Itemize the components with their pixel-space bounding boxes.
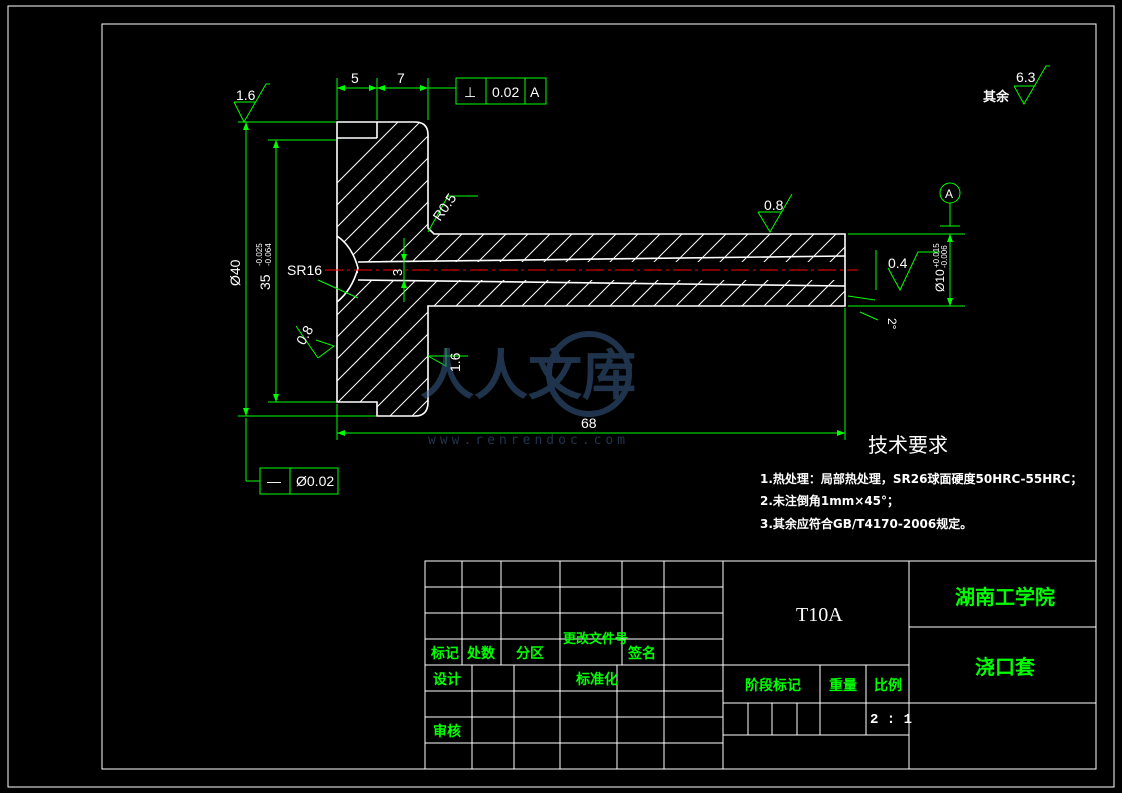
dim-7: 7	[397, 70, 405, 86]
dim-phi40: Ø40	[227, 259, 243, 286]
arrowheads	[243, 85, 953, 436]
dimension-lines	[233, 65, 1050, 482]
requirements-title: 技术要求	[868, 433, 948, 457]
dim-sr16: SR16	[287, 262, 322, 278]
part-outline	[336, 121, 846, 417]
roughness-general: 6.3	[1016, 69, 1036, 85]
tb-col-sign: 签名	[627, 645, 656, 662]
tb-stage: 阶段标记	[745, 677, 801, 694]
gdt-flatness-frame	[259, 467, 339, 495]
requirement-item: 3.其余应符合GB/T4170-2006规定。	[760, 516, 972, 531]
dim-35: 35	[257, 274, 273, 290]
hatch-line	[1024, 120, 1122, 420]
roughness-tip: 0.4	[888, 255, 908, 271]
title-block-text: 标记 处数 分区 更改文件号 签名 设计 标准化 审核 阶段标记 重量 比例 2…	[430, 585, 1055, 740]
hatch-line	[870, 120, 1122, 420]
dim-r05: R0.5	[429, 190, 459, 224]
roughness-face: 1.6	[447, 352, 463, 372]
gdt-perpendicularity-frame	[455, 77, 547, 105]
requirement-item: 2.未注倒角1mm×45°；	[760, 493, 899, 508]
hatch-line	[980, 120, 1122, 420]
tb-part-name: 浇口套	[975, 655, 1035, 679]
tb-col-zone: 分区	[516, 646, 544, 662]
dim-35-tol-upper: -0.025	[255, 243, 264, 266]
hatch-line	[892, 120, 1122, 420]
tb-design: 设计	[433, 671, 461, 688]
hatch-line	[337, 122, 445, 416]
sheet-border	[7, 5, 1115, 788]
hatch-line	[936, 120, 1122, 420]
roughness-top-left: 1.6	[236, 87, 256, 103]
tb-col-count: 处数	[466, 645, 496, 662]
tb-scale-value: 2 : 1	[870, 712, 912, 728]
roughness-bore: 0.8	[764, 197, 784, 213]
dim-5: 5	[351, 70, 359, 86]
tb-col-mark: 标记	[430, 645, 459, 662]
tb-scale-label: 比例	[874, 677, 902, 694]
gdt-flat-value: Ø0.02	[296, 473, 334, 489]
gdt-flat-symbol: —	[267, 473, 281, 489]
tb-weight: 重量	[829, 677, 857, 694]
hatch-line	[1002, 120, 1122, 420]
tb-col-doc: 更改文件号	[563, 631, 628, 647]
bore-outline	[357, 255, 846, 287]
dim-angle: 2°	[885, 318, 899, 330]
dim-phi10: Ø10	[933, 269, 947, 292]
hatch-line	[958, 120, 1122, 420]
tb-school: 湖南工学院	[955, 585, 1055, 609]
technical-requirements: 技术要求 1.热处理：局部热处理，SR26球面硬度50HRC-55HRC； 2.…	[760, 433, 1082, 531]
dim-phi10-tol-lower: -0.006	[940, 245, 949, 268]
watermark-url: www.renrendoc.com	[428, 433, 629, 448]
title-block-grid	[424, 560, 1097, 770]
dim-bore: 3	[390, 269, 405, 276]
tb-material: T10A	[796, 604, 843, 626]
gdt-perp-datum: A	[530, 84, 540, 100]
watermark-text: 人人文库	[420, 344, 636, 407]
roughness-general-prefix: 其余	[983, 89, 1010, 105]
hatch-line	[337, 122, 467, 416]
gdt-perp-symbol: ⊥	[464, 84, 476, 100]
datum-label: A	[945, 187, 953, 201]
hatch-line	[337, 122, 423, 416]
watermark: 人人文库 www.renrendoc.com	[420, 331, 636, 448]
hatch-line	[337, 122, 401, 416]
dim-35-tol-lower: -0.064	[264, 243, 273, 266]
dim-phi10-tol-upper: +0.015	[932, 243, 941, 268]
tb-standardize: 标准化	[575, 671, 618, 688]
dim-68: 68	[581, 415, 597, 431]
hatch-line	[1090, 120, 1122, 420]
gdt-perp-value: 0.02	[492, 84, 519, 100]
sphere-outline	[336, 235, 359, 303]
tb-review: 审核	[433, 723, 461, 740]
hatch-line	[1046, 120, 1122, 420]
requirement-item: 1.热处理：局部热处理，SR26球面硬度50HRC-55HRC；	[760, 471, 1082, 486]
hatch-line	[825, 122, 845, 416]
